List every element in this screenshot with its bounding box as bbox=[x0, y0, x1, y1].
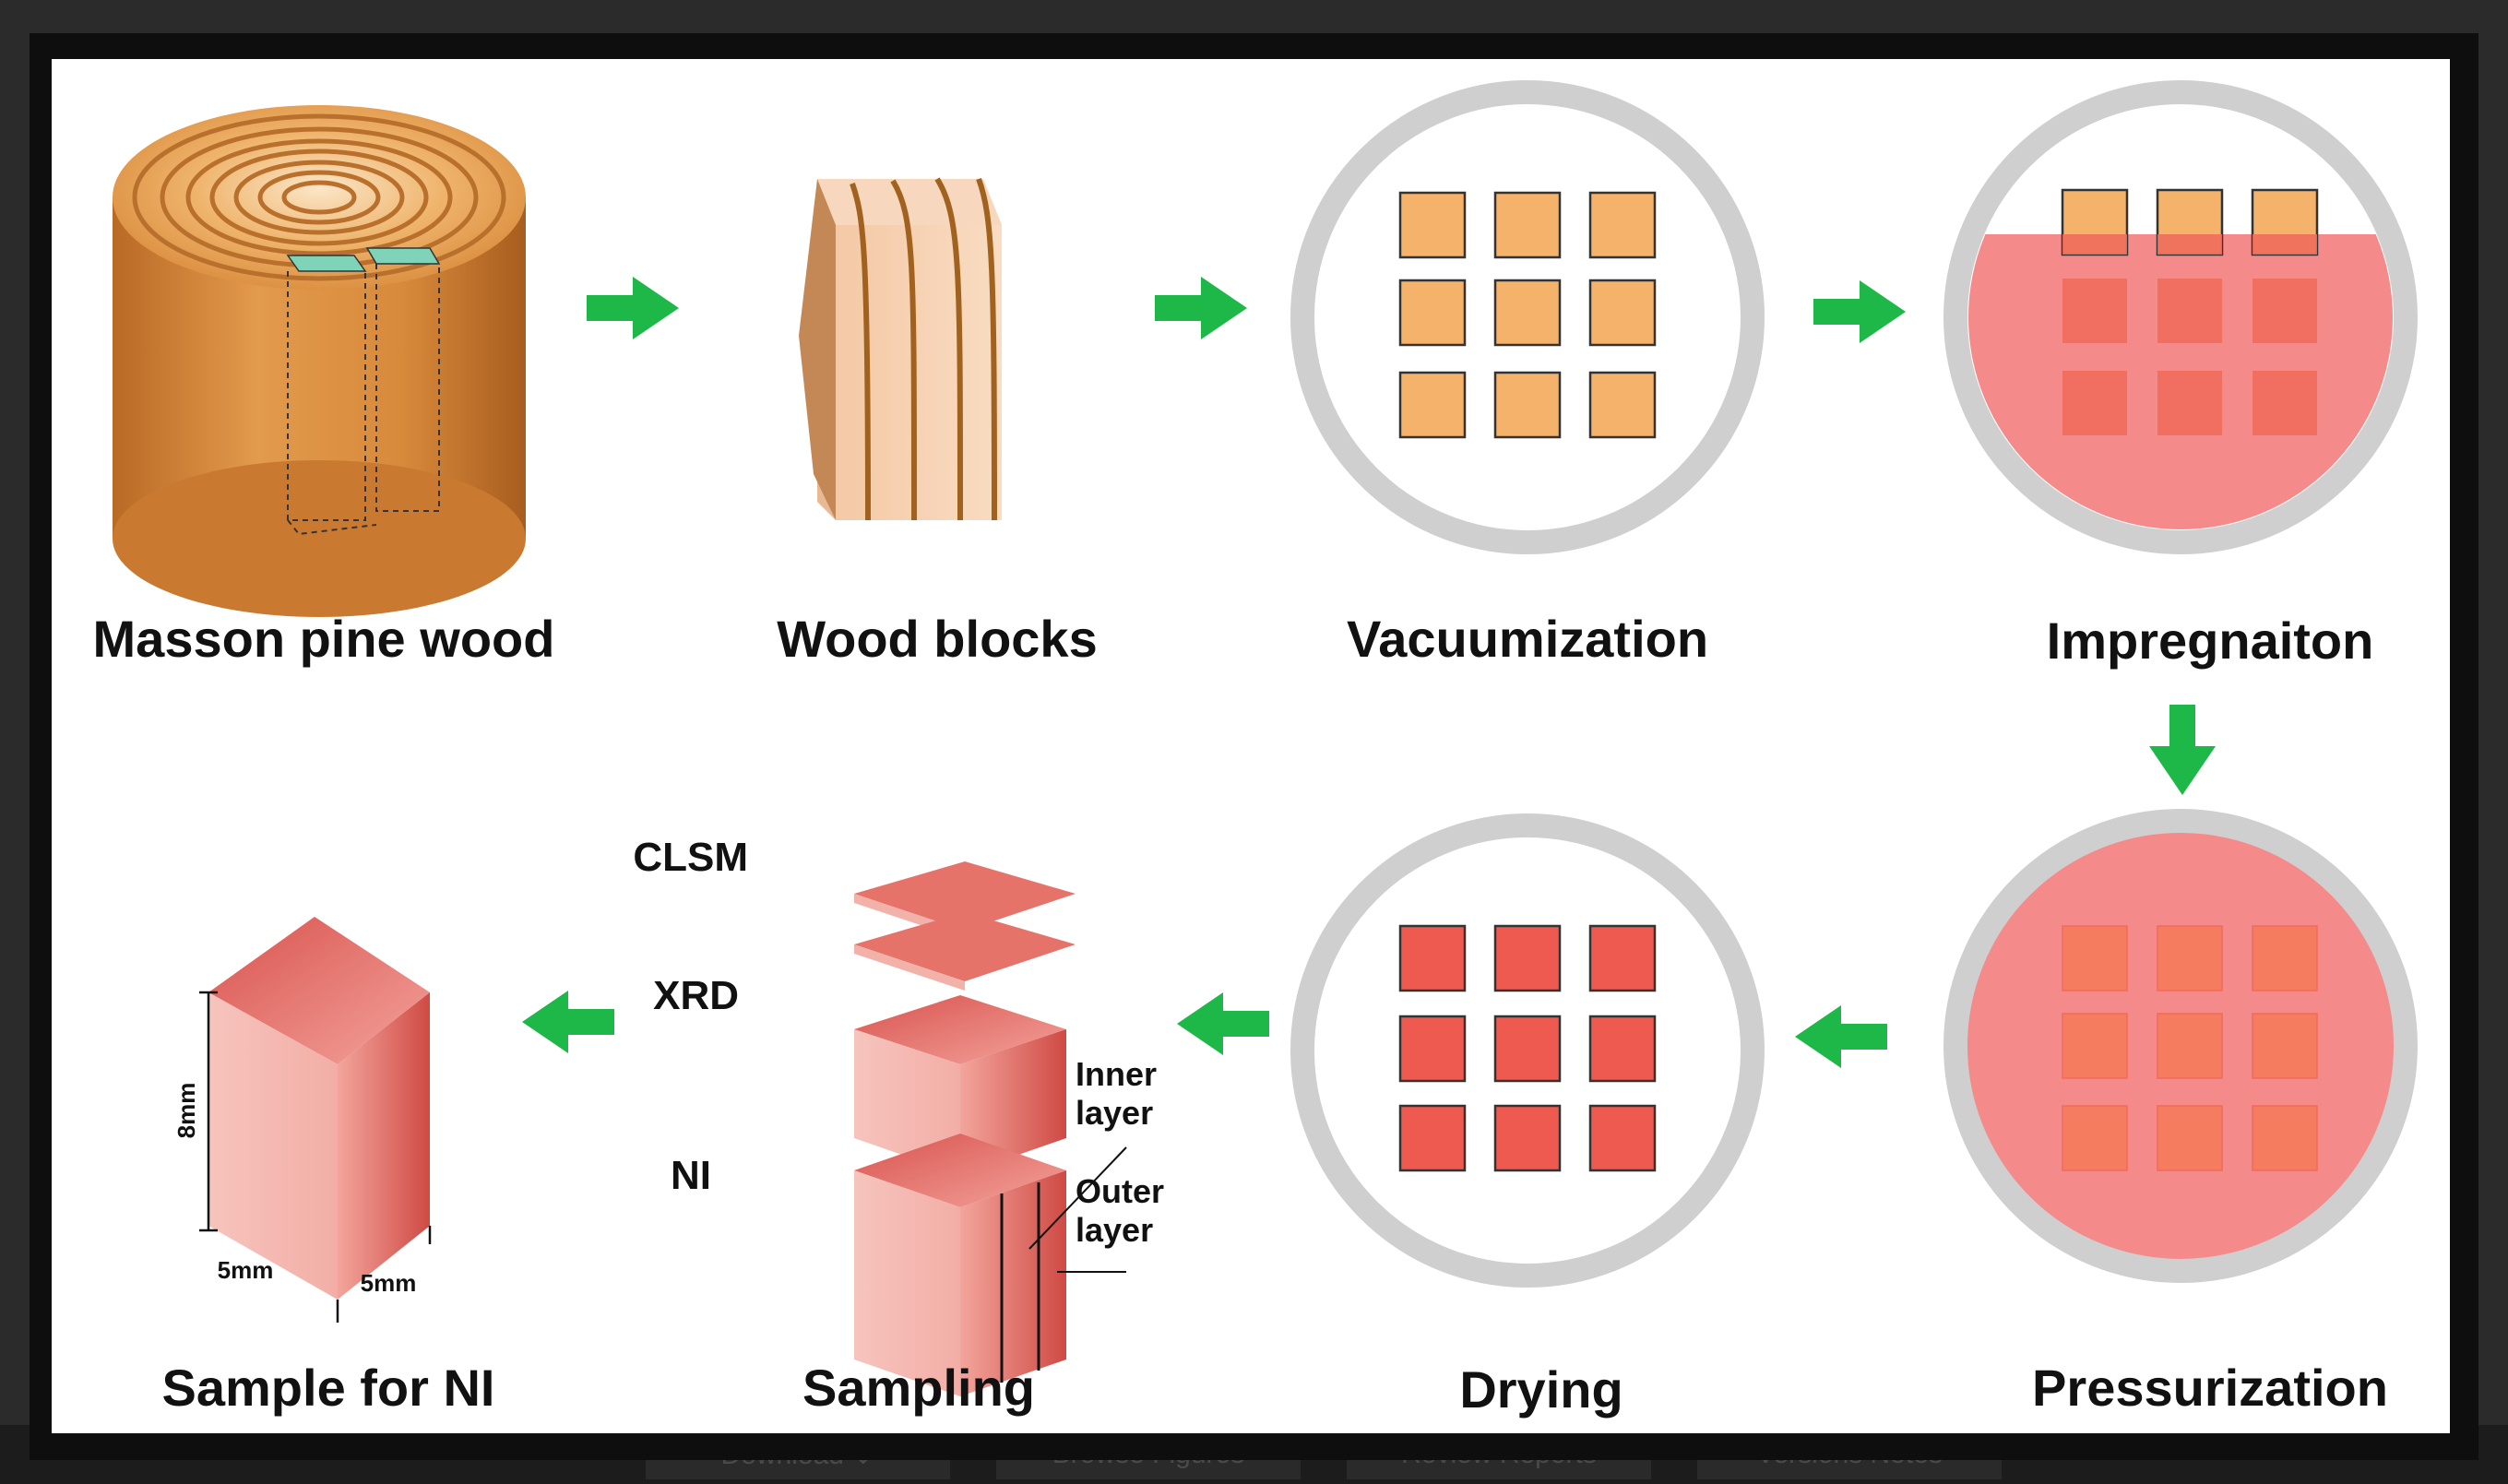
arrow-down bbox=[2149, 705, 2216, 795]
masson-pine-log-illustration bbox=[113, 105, 526, 617]
label-dimension-width-left: 5mm bbox=[218, 1256, 274, 1284]
flow-arrows bbox=[522, 277, 2216, 1068]
label-outer-layer-line2: layer bbox=[1076, 1211, 1153, 1249]
label-vacuumization: Vacuumization bbox=[1347, 610, 1708, 668]
wood-block-illustration bbox=[799, 177, 1002, 521]
ni-sample-illustration bbox=[199, 917, 432, 1323]
pressurization-vessel bbox=[1943, 809, 2418, 1283]
arrow-left-1 bbox=[1795, 1005, 1887, 1068]
label-wood-blocks: Wood blocks bbox=[777, 610, 1097, 668]
label-impregnation: Impregnaiton bbox=[2047, 611, 2374, 670]
arrow-left-2 bbox=[1177, 992, 1269, 1055]
label-sampling: Sampling bbox=[802, 1359, 1035, 1417]
arrow-right-2 bbox=[1155, 277, 1247, 339]
label-sample-for-ni: Sample for NI bbox=[162, 1359, 495, 1417]
label-dimension-width-right: 5mm bbox=[361, 1269, 417, 1297]
arrow-right-1 bbox=[587, 277, 679, 339]
arrow-right-3 bbox=[1813, 280, 1906, 343]
drying-vessel bbox=[1290, 813, 1765, 1288]
impregnation-vessel bbox=[1943, 80, 2418, 554]
process-diagram-svg: Masson pine wood Wood blocks Vacuumizati… bbox=[93, 80, 2418, 1419]
label-clsm: CLSM bbox=[633, 835, 748, 880]
label-outer-layer-line1: Outer bbox=[1076, 1172, 1164, 1210]
vacuumization-vessel bbox=[1290, 80, 1765, 554]
label-dimension-height: 8mm bbox=[172, 1083, 200, 1139]
label-xrd: XRD bbox=[653, 973, 739, 1018]
label-drying: Drying bbox=[1459, 1360, 1622, 1419]
label-inner-layer-line2: layer bbox=[1076, 1094, 1153, 1132]
process-diagram: Masson pine wood Wood blocks Vacuumizati… bbox=[52, 59, 2450, 1433]
sampling-stack-illustration bbox=[854, 861, 1127, 1396]
label-ni: NI bbox=[671, 1153, 711, 1198]
label-inner-layer-line1: Inner bbox=[1076, 1055, 1157, 1093]
arrow-left-3 bbox=[522, 991, 614, 1053]
label-masson-pine-wood: Masson pine wood bbox=[93, 610, 555, 668]
label-pressurization: Pressurization bbox=[2032, 1359, 2388, 1417]
